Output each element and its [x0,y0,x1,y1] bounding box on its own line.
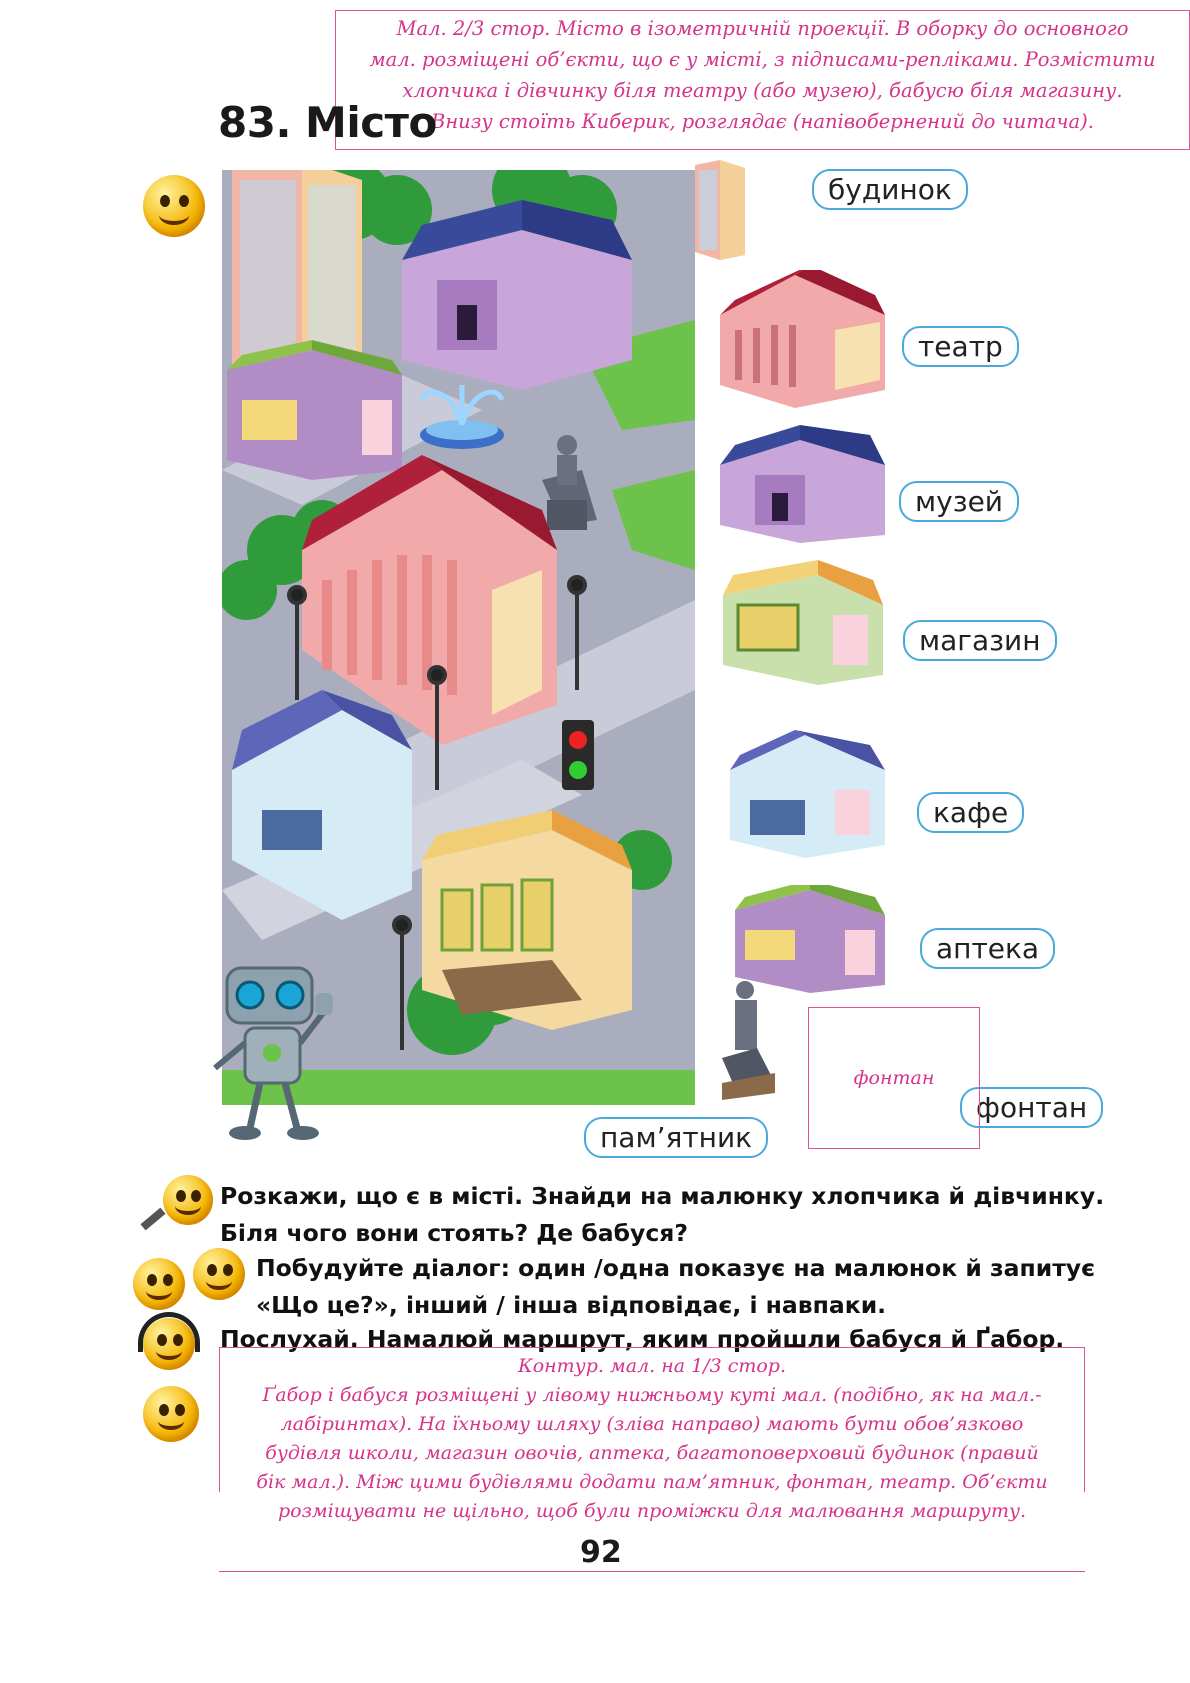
traffic-light-drawing [562,720,594,790]
monument-drawing [542,435,597,530]
label-monument: пам’ятник [584,1117,769,1158]
editor-note-top: Мал. 2/3 стор. Місто в ізометричній прое… [335,10,1190,150]
headphones-icon [138,1312,200,1352]
shop-thumbnail [723,560,883,685]
placeholder-text: фонтан [853,1067,935,1089]
label-cafe: кафе [917,792,1025,833]
task-dialog: Побудуйте діалог: один /одна показує на … [256,1250,1116,1324]
microphone-smiley-icon [163,1175,213,1225]
label-shop: магазин [903,620,1057,661]
robot-kyberyk-drawing [213,966,333,1140]
label-building: будинок [812,169,968,210]
note-line: мал. розміщені об’єкти, що є у місті, з … [369,48,1156,71]
label-theatre: театр [902,326,1019,367]
task-line: Розкажи, що є в місті. Знайди на малюнку… [220,1182,1105,1210]
task-line: Біля чого вони стоять? Де бабуся? [220,1219,689,1247]
page-number: 92 [580,1535,622,1570]
label-fountain: фонтан [960,1087,1104,1128]
label-pharmacy: аптека [920,928,1056,969]
building-thumbnail [695,160,745,260]
task-listen: Послухай. Намалюй маршрут, яким пройшли … [220,1325,1065,1353]
shop-drawing [422,810,632,1030]
magnifier-smiley-icon [143,175,205,237]
cafe-drawing [232,690,412,920]
note-line: лабіринтах). На їхньому шляху (зліва нап… [280,1413,1024,1435]
theatre-thumbnail [720,270,885,408]
note-line: бік мал.). Між цими будівлями додати пам… [256,1471,1048,1493]
fountain-placeholder-box: фонтан [808,1007,980,1149]
museum-thumbnail [720,425,885,543]
pharmacy-drawing [227,340,402,480]
task-speak: Розкажи, що є в місті. Знайди на малюнку… [220,1178,1110,1252]
pencil-smiley-icon [143,1386,199,1442]
task-line: Побудуйте діалог: один /одна показує на … [256,1254,1096,1282]
monument-thumbnail [722,981,775,1100]
label-museum: музей [899,481,1020,522]
note-line: Внизу стоїть Киберик, розглядає (напівоб… [431,110,1094,133]
cafe-thumbnail [730,730,885,858]
dialog-smiley-right-icon [193,1248,245,1300]
dialog-smiley-left-icon [133,1258,185,1310]
task-line: «Що це?», інший / інша відповідає, і нав… [256,1291,887,1319]
city-illustration [222,170,695,1105]
lesson-title: 83. Місто [218,98,437,147]
microphone-icon [140,1207,166,1231]
editor-note-bottom: Контур. мал. на 1/3 стор. Ґабор і бабуся… [219,1347,1085,1522]
note-line: Контур. мал. на 1/3 стор. [518,1355,786,1377]
note-line: хлопчика і дівчинку біля театру (або муз… [402,79,1123,102]
footer-rule [219,1571,1085,1572]
note-line: розміщувати не щільно, щоб були проміжки… [277,1500,1027,1522]
note-line: Мал. 2/3 стор. Місто в ізометричній прое… [396,17,1129,40]
note-line: будівля школи, магазин овочів, аптека, б… [265,1442,1039,1464]
note-line: Ґабор і бабуся розміщені у лівому нижньо… [262,1384,1042,1406]
pharmacy-thumbnail [735,885,885,993]
museum-drawing [402,200,632,390]
street-lamps [287,575,587,1050]
fountain-drawing [419,385,505,449]
theatre-drawing [302,455,557,745]
